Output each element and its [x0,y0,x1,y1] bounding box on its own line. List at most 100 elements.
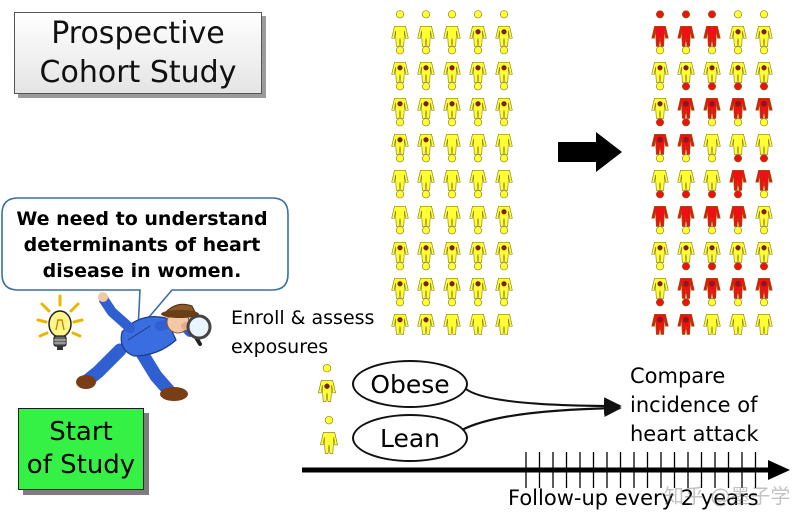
person-figure [677,82,695,119]
person-figure [443,298,461,335]
page-title: Prospective Cohort Study [40,14,237,92]
person-figure [417,118,435,155]
speech-line-2: determinants of heart [23,234,261,256]
person-figure [677,46,695,83]
person-figure [651,262,669,299]
person-figure [703,46,721,83]
person-figure [729,82,747,119]
arrow-right-icon [558,132,622,172]
person-figure [703,190,721,227]
person-figure [443,46,461,83]
person-figure [729,298,747,335]
person-figure [703,298,721,335]
person-figure [443,82,461,119]
person-figure [651,190,669,227]
person-figure [391,10,409,47]
person-figure [469,190,487,227]
person-figure [469,118,487,155]
person-figure [651,154,669,191]
person-figure [391,46,409,83]
person-figure [391,118,409,155]
person-figure [469,82,487,119]
exposure-legend-figures [318,364,338,454]
obese-group-ellipse: Obese [352,360,468,408]
obese-label: Obese [370,369,450,399]
lean-group-ellipse: Lean [352,414,468,462]
person-figure [495,154,513,191]
person-figure [755,190,773,227]
lean-figure-icon [320,416,338,454]
person-figure [651,46,669,83]
person-figure [469,46,487,83]
start-of-study-box: Start of Study [18,408,144,490]
speech-bubble [1,197,289,333]
person-figure [677,190,695,227]
watermark: 知乎 @墨子学 [664,484,791,508]
person-figure [417,262,435,299]
speech-line-3: disease in women. [42,260,242,282]
person-figure [729,10,747,47]
person-figure [495,82,513,119]
start-line-1: Start [49,417,113,447]
detective-icon [76,292,212,401]
person-figure [495,262,513,299]
initial-cohort-figures [391,10,513,335]
obese-figure-icon [318,364,336,402]
person-figure [703,154,721,191]
person-figure [729,154,747,191]
person-figure [443,10,461,47]
compare-line-3: heart attack [630,422,759,446]
person-figure [495,190,513,227]
person-figure [391,82,409,119]
start-of-study-label: Start of Study [27,416,135,482]
person-figure [443,118,461,155]
person-figure [495,298,513,335]
person-figure [417,190,435,227]
person-figure [443,154,461,191]
lightbulb-icon [36,294,84,350]
person-figure [729,118,747,155]
person-figure [677,10,695,47]
person-figure [391,298,409,335]
person-figure [677,298,695,335]
follow-up-label: Follow-up every 2 years [508,486,759,510]
person-figure [651,226,669,263]
speech-line-1: We need to understand [16,208,268,230]
person-figure [391,190,409,227]
compare-label: Compare incidence of heart attack [630,362,759,449]
person-figure [417,226,435,263]
person-figure [495,226,513,263]
timeline-axis [302,452,790,488]
enroll-line-1: Enroll & assess [231,307,375,329]
person-figure [417,46,435,83]
person-figure [391,154,409,191]
title-box: Prospective Cohort Study [14,12,262,94]
person-figure [469,154,487,191]
person-figure [755,46,773,83]
lean-to-compare-arrow [461,399,622,431]
person-figure [703,82,721,119]
person-figure [729,190,747,227]
lean-label: Lean [379,423,441,453]
person-figure [703,226,721,263]
obese-to-compare-arrow [460,383,622,415]
person-figure [417,10,435,47]
enroll-line-2: exposures [231,336,329,358]
person-figure [391,226,409,263]
person-figure [729,226,747,263]
person-figure [755,262,773,299]
person-figure [677,226,695,263]
person-figure [443,190,461,227]
outcome-cohort-figures [651,10,773,335]
person-figure [755,82,773,119]
enroll-label: Enroll & assess exposures [231,304,374,362]
start-line-2: of Study [26,450,136,480]
person-figure [469,226,487,263]
title-line-2: Cohort Study [39,55,237,90]
person-figure [495,46,513,83]
person-figure [443,262,461,299]
person-figure [703,262,721,299]
person-figure [391,262,409,299]
person-figure [755,118,773,155]
